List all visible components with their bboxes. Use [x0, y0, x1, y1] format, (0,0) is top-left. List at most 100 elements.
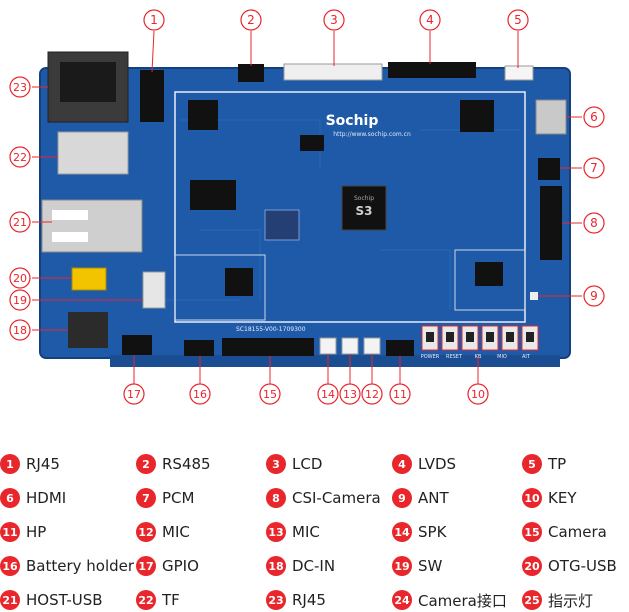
ant-connector	[530, 292, 538, 300]
battery-holder	[184, 340, 214, 356]
callout-13: 13	[339, 383, 361, 405]
legend-number: 3	[266, 454, 286, 474]
pcm-header	[538, 158, 560, 180]
legend-number: 20	[522, 556, 542, 576]
lvds-header	[388, 62, 476, 78]
legend-label: CSI-Camera	[292, 489, 381, 507]
board-version: SC18155-V00-1709300	[236, 326, 306, 333]
key-label: AIT	[522, 354, 531, 360]
callout-23: 23	[9, 76, 31, 98]
csi-camera-header	[540, 186, 562, 260]
legend-number: 2	[136, 454, 156, 474]
legend-item-22: 22 TF	[136, 588, 180, 612]
legend-label: 指示灯	[548, 591, 594, 610]
callout-4: 4	[419, 9, 441, 31]
legend-item-7: 7 PCM	[136, 486, 194, 510]
svg-text:5: 5	[514, 13, 522, 27]
legend-label: RJ45	[26, 455, 60, 473]
svg-text:7: 7	[590, 161, 598, 175]
board-logo: Sochip	[326, 113, 379, 129]
callout-15: 15	[259, 383, 281, 405]
gpio-header	[122, 335, 152, 355]
svg-text:1: 1	[150, 13, 158, 27]
svg-text:10: 10	[471, 388, 485, 401]
legend-label: MIC	[162, 523, 190, 541]
legend-number: 24	[392, 590, 412, 610]
legend-label: KEY	[548, 489, 577, 507]
legend-label: SW	[418, 557, 443, 575]
soc-chip-sub: Sochip	[354, 195, 374, 202]
legend-label: SPK	[418, 523, 447, 541]
callout-16: 16	[189, 383, 211, 405]
hdmi-port	[535, 99, 567, 135]
legend-item-10: 10 KEY	[522, 486, 576, 510]
svg-text:16: 16	[193, 388, 207, 401]
callout-22: 22	[9, 146, 31, 168]
legend-number: 6	[0, 488, 20, 508]
rs485-header-2	[238, 64, 264, 82]
legend-number: 1	[0, 454, 20, 474]
legend-number: 16	[0, 556, 20, 576]
svg-text:20: 20	[13, 272, 27, 285]
callout-6: 6	[583, 106, 605, 128]
svg-text:11: 11	[393, 388, 407, 401]
mic-connector-2	[363, 337, 381, 355]
legend-label: LCD	[292, 455, 323, 473]
callout-2: 2	[240, 9, 262, 31]
legend-label: ANT	[418, 489, 449, 507]
callout-21: 21	[9, 211, 31, 233]
pcb-board	[39, 67, 571, 367]
callout-1: 1	[143, 9, 165, 31]
legend-number: 14	[392, 522, 412, 542]
legend-number: 5	[522, 454, 542, 474]
legend-number: 13	[266, 522, 286, 542]
legend-item-6: 6 HDMI	[0, 486, 66, 510]
otg-usb-port	[71, 267, 107, 291]
tf-slot	[57, 131, 129, 175]
legend-number: 7	[136, 488, 156, 508]
legend-number: 18	[266, 556, 286, 576]
legend-item-14: 14 SPK	[392, 520, 446, 544]
callout-5: 5	[507, 9, 529, 31]
sw-switch	[142, 271, 166, 309]
legend-number: 10	[522, 488, 542, 508]
svg-text:9: 9	[590, 289, 598, 303]
legend-number: 11	[0, 522, 20, 542]
legend-number: 23	[266, 590, 286, 610]
legend-label: HOST-USB	[26, 591, 103, 609]
dc-in-jack	[68, 312, 108, 348]
callout-7: 7	[583, 157, 605, 179]
callout-12: 12	[361, 383, 383, 405]
legend-label: HDMI	[26, 489, 67, 507]
spk-connector	[319, 337, 337, 355]
legend-number: 4	[392, 454, 412, 474]
svg-text:21: 21	[13, 216, 27, 229]
legend-number: 15	[522, 522, 542, 542]
key-label: MIO	[497, 354, 507, 360]
legend-number: 19	[392, 556, 412, 576]
svg-text:14: 14	[321, 388, 335, 401]
svg-text:23: 23	[13, 81, 27, 94]
legend-number: 22	[136, 590, 156, 610]
legend-number: 21	[0, 590, 20, 610]
svg-text:18: 18	[13, 324, 27, 337]
legend-label: TF	[162, 591, 180, 609]
legend-label: LVDS	[418, 455, 457, 473]
soc-chip-text: S3	[356, 204, 373, 218]
callout-20: 20	[9, 267, 31, 289]
legend-label: PCM	[162, 489, 195, 507]
svg-text:19: 19	[13, 294, 27, 307]
svg-text:22: 22	[13, 151, 27, 164]
callout-17: 17	[123, 383, 145, 405]
svg-text:8: 8	[590, 216, 598, 230]
legend-label: OTG-USB	[548, 557, 617, 575]
